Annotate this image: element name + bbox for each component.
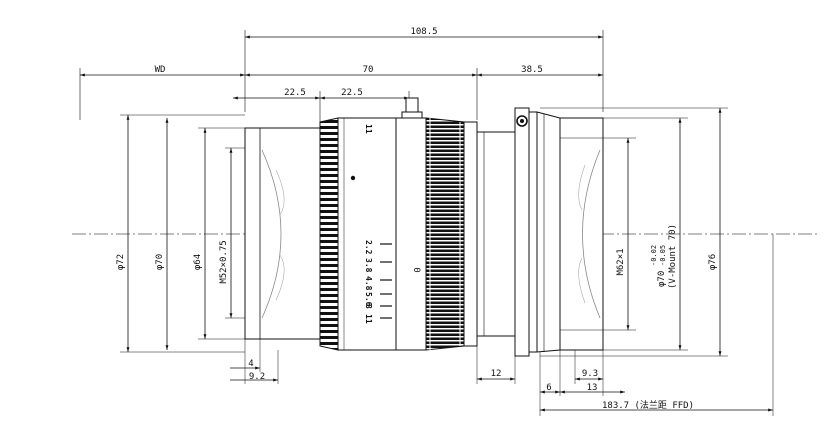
dim-rear-6: 6: [546, 383, 551, 393]
tol-upper: -0.02: [650, 245, 658, 266]
svg-text:4.8: 4.8: [364, 276, 373, 291]
svg-text:11: 11: [364, 314, 373, 324]
v-mount-label: (V-Mount 70): [668, 224, 678, 289]
ring-mark-top: 11: [364, 124, 373, 134]
dim-front-4: 4: [248, 359, 253, 369]
rear-mount: [559, 117, 604, 351]
thread-m62: M62×1: [616, 248, 626, 275]
dia-72: φ72: [116, 254, 126, 270]
dia-64: φ64: [193, 254, 203, 270]
dim-front-9-2: 9.2: [249, 372, 265, 382]
dia-70-mount: φ70: [657, 271, 667, 287]
dim-rear-13: 13: [587, 383, 598, 393]
dim-total-length: 108.5: [410, 27, 437, 37]
aperture-ring-knurl: [425, 117, 465, 351]
mount-flange: [514, 107, 530, 357]
dia-76: φ76: [708, 254, 718, 270]
svg-text:5.6: 5.6: [364, 292, 373, 307]
rear-neck: [476, 131, 516, 337]
dim-front-left: 22.5: [284, 88, 306, 98]
lock-screw: [405, 97, 419, 113]
dim-rear-12: 12: [491, 369, 502, 379]
tol-lower: -0.05: [659, 245, 667, 266]
dia-70: φ70: [155, 254, 165, 270]
aperture-scale: 2.2 3.8 4.8 5.6 8 11: [364, 240, 392, 324]
dim-ffd: 183.7 (法兰距 FFD): [602, 399, 694, 411]
focus-ring: [337, 117, 397, 351]
dim-mount-length: 38.5: [521, 65, 543, 75]
front-barrel: [244, 127, 321, 340]
ring-mark: 0: [411, 267, 421, 272]
svg-text:8: 8: [364, 304, 373, 309]
focus-ring-knurl: [319, 117, 339, 351]
svg-text:3.8: 3.8: [364, 258, 373, 273]
svg-text:2.2: 2.2: [364, 240, 373, 255]
dim-wd: WD: [155, 65, 166, 75]
mid-body: [395, 117, 427, 351]
dim-body-length: 70: [363, 65, 374, 75]
thread-m52: M52×0.75: [219, 240, 229, 283]
dim-rear-9-3: 9.3: [582, 369, 598, 379]
dim-front-right: 22.5: [341, 88, 363, 98]
